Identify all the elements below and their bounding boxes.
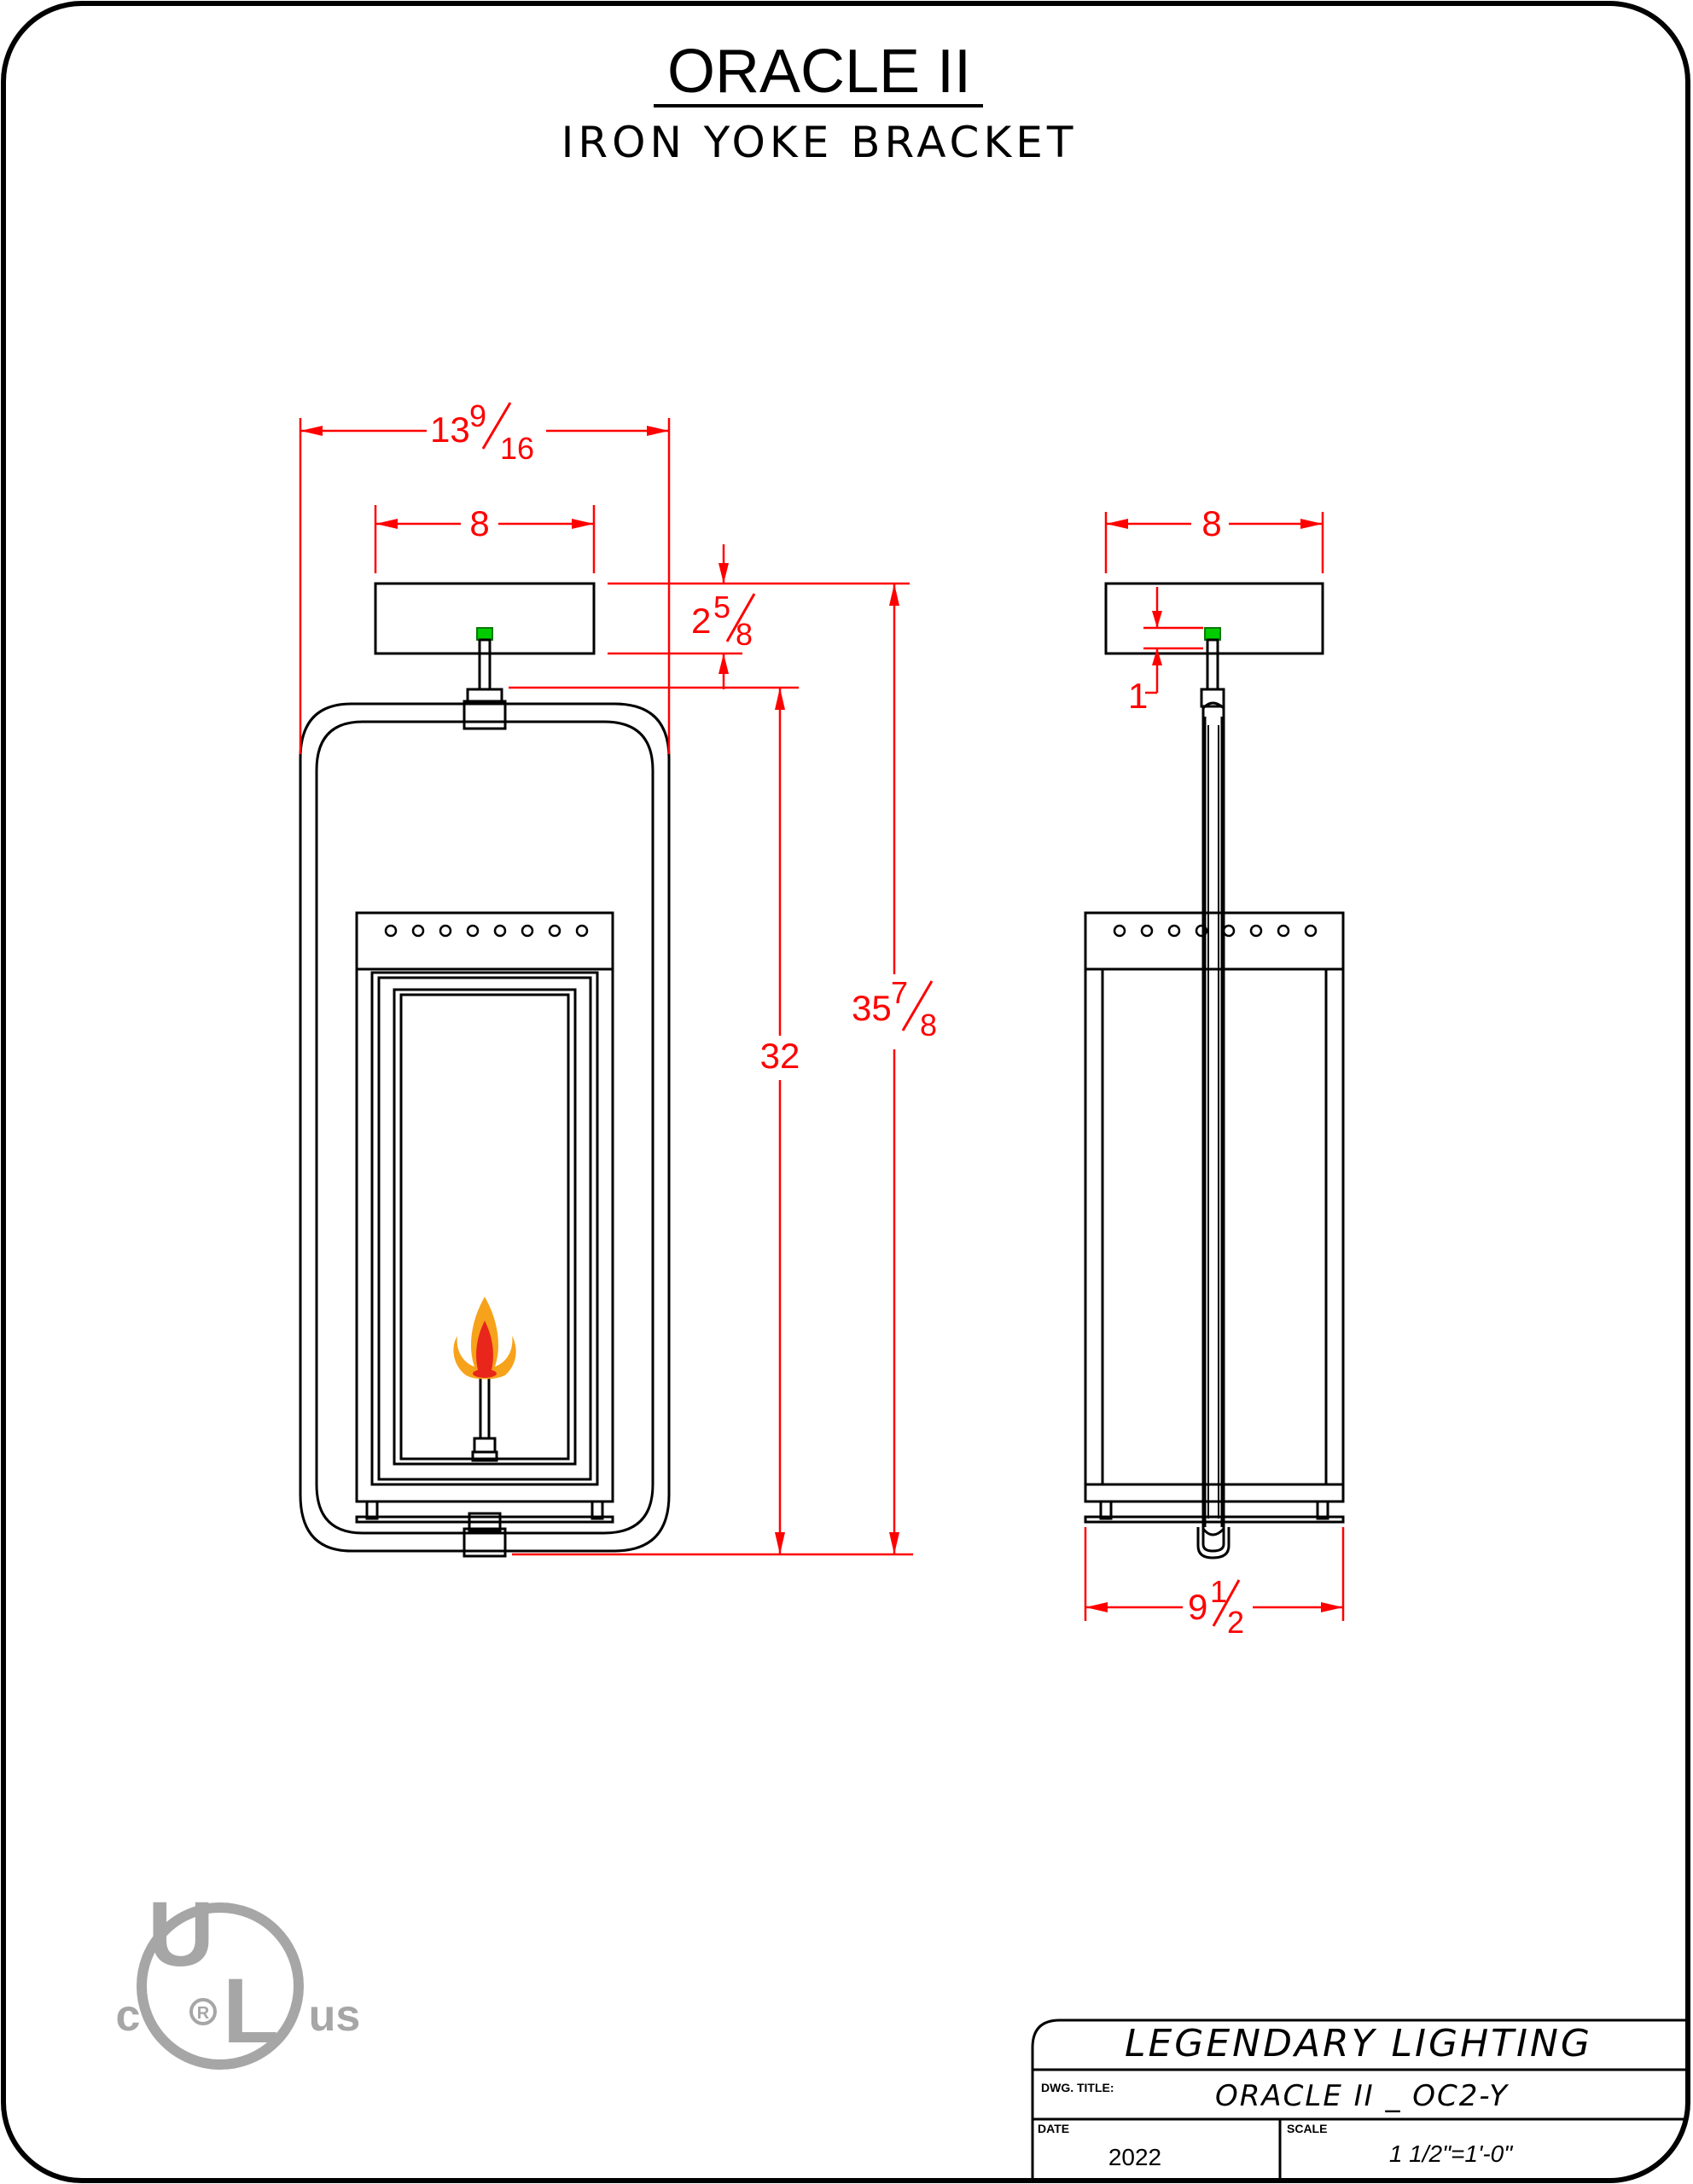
side-wall-plate [1104,582,1324,655]
dim-front-width-den: 16 [500,431,534,466]
side-vent-holes [1113,924,1318,938]
side-stem-union [1200,688,1225,708]
dim-side-depth-whole: 9 [1188,1587,1207,1627]
front-burner-tube [479,1372,491,1440]
front-bottom-union [463,1527,507,1558]
front-yoke-inner [315,720,655,1535]
dim-plate-height-whole: 2 [691,601,711,641]
front-gas-fitting [476,627,493,641]
dim-body-height: 32 [760,1036,800,1076]
dim-side-offset: 1 [1128,676,1148,716]
front-glass-panel [393,988,577,1466]
dim-overall-height-num: 7 [891,975,908,1010]
front-top-union [463,700,507,730]
front-lantern-frame [370,971,599,1486]
front-lantern-frame-inner [377,976,592,1481]
front-wall-plate [374,582,596,655]
dim-side-depth-den: 2 [1227,1605,1244,1640]
front-foot-left [365,1500,379,1520]
scale-value: 1 1/2"=1'-0" [1389,2140,1513,2167]
front-base-plate [355,1515,614,1524]
drawing-title: ORACLE II [667,38,971,106]
front-foot-right [591,1500,604,1520]
dim-front-plate-width: 8 [469,503,489,543]
front-vent-holes [384,924,589,938]
side-bottom-loop [1196,1527,1230,1560]
front-burner-foot [471,1450,498,1462]
ul-circle [137,1902,304,2070]
side-dimensions: 8 1 9 1 2 [1084,503,1345,1640]
front-view [299,582,671,1558]
ul-letter-l: L [223,1959,279,2062]
drawing-subtitle: IRON YOKE BRACKET [561,118,1078,167]
dwg-title-label: DWG. TITLE: [1041,2081,1114,2094]
side-lantern-cap [1084,911,1345,971]
ul-c: c [116,1991,141,2041]
dim-overall-height-whole: 35 [852,988,892,1028]
dim-plate-height-num: 5 [713,590,730,624]
side-stem [1206,638,1219,691]
side-gas-fitting [1204,627,1221,641]
date-value: 2022 [1108,2144,1161,2170]
flame-icon [453,1297,516,1380]
ul-registered: R [197,2004,210,2023]
ul-certification-mark: U L R c us [116,1882,361,2070]
dim-overall-height-den: 8 [920,1008,937,1043]
dim-plate-height-den: 8 [736,617,753,652]
dim-side-depth-num: 1 [1210,1574,1227,1609]
ul-letter-u: U [148,1882,214,1985]
front-burner-base [473,1437,497,1454]
side-view [1084,582,1345,1560]
dim-front-width-num: 9 [469,398,486,433]
front-yoke-outer [299,702,671,1553]
ul-us: us [309,1991,361,2041]
side-lantern-body [1084,967,1345,1503]
dim-side-plate-width: 8 [1201,503,1221,543]
dwg-title: ORACLE II _ OC2-Y [1215,2079,1509,2113]
front-dimensions: 13 9 16 8 2 5 8 32 [299,398,937,1556]
date-label: DATE [1038,2122,1069,2135]
title-block: LEGENDARY LIGHTING DWG. TITLE: ORACLE II… [1031,2018,1688,2181]
company-name: LEGENDARY LIGHTING [1125,2022,1592,2065]
front-lantern-cap [355,911,614,971]
side-arm-outline [1201,701,1225,1536]
dim-front-width-whole: 13 [430,410,470,450]
scale-label: SCALE [1287,2122,1327,2135]
front-glass-panel-inner [399,993,570,1461]
side-base-plate [1084,1515,1345,1524]
front-stem [478,638,492,691]
